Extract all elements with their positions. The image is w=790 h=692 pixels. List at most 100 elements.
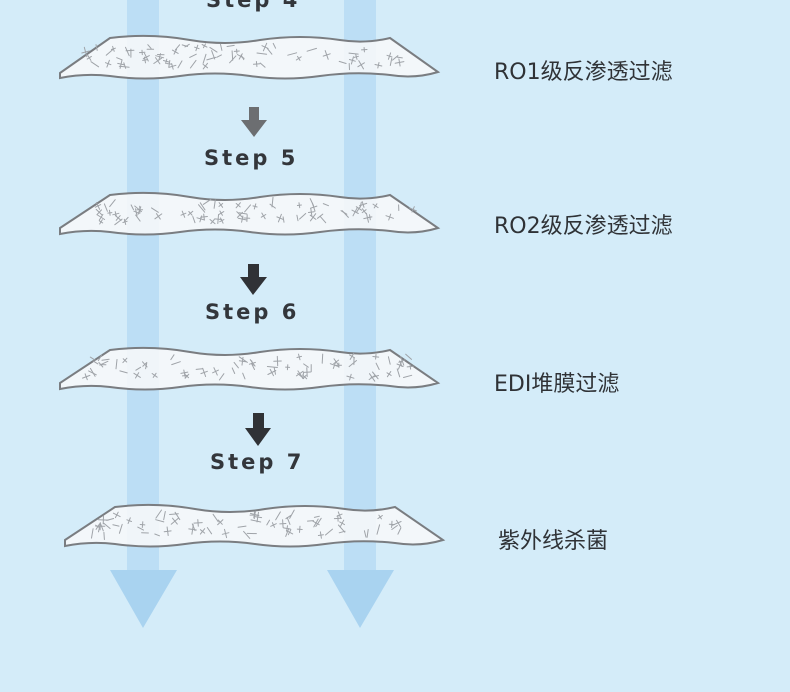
membrane-texture-mark bbox=[109, 199, 116, 208]
membrane-texture-mark bbox=[250, 519, 262, 523]
membrane-texture-mark bbox=[197, 519, 199, 527]
membrane-texture-mark bbox=[289, 509, 295, 519]
membrane-texture-mark bbox=[183, 369, 186, 376]
membrane-texture-mark bbox=[253, 510, 257, 519]
membrane-texture-mark bbox=[256, 52, 268, 55]
membrane-texture-mark bbox=[340, 210, 348, 215]
membrane-texture-mark bbox=[302, 374, 307, 380]
membrane-texture-mark bbox=[155, 519, 165, 523]
membrane-texture-mark bbox=[122, 358, 128, 363]
membrane-texture-mark bbox=[92, 360, 99, 365]
membrane-texture-mark bbox=[155, 57, 161, 65]
filter-label-3: EDI堆膜过滤 bbox=[494, 372, 619, 397]
membrane-texture-mark bbox=[296, 204, 302, 206]
membrane-texture-mark bbox=[210, 219, 215, 225]
membrane-texture-mark bbox=[154, 533, 160, 537]
membrane-texture-mark bbox=[269, 203, 276, 209]
membrane-texture-mark bbox=[266, 519, 270, 526]
membrane-texture-mark bbox=[112, 524, 120, 527]
membrane-texture-mark bbox=[137, 526, 144, 531]
membrane-shape-1 bbox=[59, 34, 441, 80]
membrane-texture-mark bbox=[103, 203, 108, 212]
membrane-texture-mark bbox=[202, 43, 206, 49]
membrane-texture-mark bbox=[212, 513, 219, 523]
membrane-texture-mark bbox=[285, 514, 292, 520]
membrane-texture-mark bbox=[218, 373, 225, 381]
membrane-texture-mark bbox=[399, 360, 403, 367]
membrane-texture-mark bbox=[386, 54, 393, 58]
membrane-texture-mark bbox=[386, 372, 392, 376]
membrane-texture-mark bbox=[310, 205, 318, 209]
membrane-texture-mark bbox=[192, 216, 196, 224]
membrane-texture-mark bbox=[91, 528, 94, 539]
membrane-3 bbox=[59, 346, 441, 391]
membrane-texture-mark bbox=[96, 209, 102, 216]
membrane-texture-mark bbox=[244, 204, 251, 213]
membrane-texture-mark bbox=[238, 360, 247, 363]
membrane-texture-mark bbox=[123, 62, 127, 69]
membrane-texture-mark bbox=[317, 534, 324, 536]
membrane-texture-mark bbox=[252, 205, 258, 208]
membrane-texture-mark bbox=[118, 523, 123, 534]
membrane-texture-mark bbox=[319, 215, 327, 224]
membrane-texture-mark bbox=[296, 355, 302, 358]
membrane-texture-mark bbox=[396, 56, 403, 59]
membrane-texture-mark bbox=[89, 367, 96, 377]
membrane-texture-mark bbox=[253, 516, 263, 519]
membrane-texture-mark bbox=[202, 198, 212, 205]
flow-arrow-head-left bbox=[110, 570, 177, 628]
membrane-texture-mark bbox=[169, 513, 179, 515]
membrane-texture-mark bbox=[355, 206, 363, 211]
membrane-texture-mark bbox=[191, 523, 196, 532]
membrane-texture-mark bbox=[336, 513, 343, 517]
membrane-texture-mark bbox=[105, 62, 112, 66]
membrane-texture-mark bbox=[231, 50, 234, 61]
membrane-texture-mark bbox=[171, 361, 181, 366]
membrane-texture-mark bbox=[152, 372, 157, 378]
membrane-texture-mark bbox=[199, 202, 206, 211]
membrane-texture-2 bbox=[94, 196, 417, 226]
membrane-texture-mark bbox=[260, 214, 267, 218]
membrane-texture-mark bbox=[97, 354, 102, 362]
membrane-texture-mark bbox=[103, 531, 105, 540]
membrane-texture-mark bbox=[122, 220, 128, 223]
membrane-texture-mark bbox=[348, 52, 359, 55]
membrane-texture-mark bbox=[110, 47, 116, 50]
membrane-texture-mark bbox=[89, 356, 97, 361]
membrane-texture-mark bbox=[363, 530, 367, 538]
membrane-texture-mark bbox=[396, 519, 402, 528]
membrane-texture-mark bbox=[217, 519, 223, 525]
membrane-texture-mark bbox=[242, 372, 246, 380]
membrane-texture-mark bbox=[237, 525, 247, 528]
membrane-texture-mark bbox=[94, 204, 102, 208]
membrane-texture-mark bbox=[155, 509, 162, 519]
membrane-texture-mark bbox=[125, 46, 130, 57]
membrane-texture-mark bbox=[184, 43, 190, 48]
membrane-texture-mark bbox=[309, 214, 317, 220]
membrane-texture-mark bbox=[165, 58, 168, 64]
down-arrow-3 bbox=[245, 413, 271, 446]
membrane-texture-mark bbox=[105, 49, 114, 56]
membrane-texture-mark bbox=[184, 374, 190, 379]
membrane-texture-mark bbox=[100, 523, 104, 532]
membrane-texture-mark bbox=[285, 528, 290, 537]
flow-stream-right bbox=[344, 0, 376, 575]
membrane-texture-mark bbox=[409, 363, 412, 370]
membrane-texture-mark bbox=[273, 367, 276, 375]
filter-label-2: RO2级反渗透过滤 bbox=[494, 214, 673, 239]
membrane-texture-mark bbox=[299, 213, 307, 220]
membrane-texture-mark bbox=[351, 209, 359, 214]
membrane-texture-mark bbox=[238, 212, 248, 215]
membrane-texture-mark bbox=[317, 213, 324, 219]
membrane-texture-mark bbox=[233, 361, 239, 369]
membrane-texture-mark bbox=[209, 46, 218, 53]
membrane-texture-mark bbox=[261, 45, 269, 49]
membrane-texture-mark bbox=[405, 353, 412, 360]
membrane-texture-mark bbox=[392, 55, 399, 61]
membrane-texture-mark bbox=[367, 216, 373, 218]
membrane-texture-mark bbox=[174, 44, 181, 51]
membrane-texture-mark bbox=[194, 46, 200, 50]
membrane-texture-mark bbox=[271, 522, 275, 528]
membrane-texture-mark bbox=[266, 47, 273, 55]
